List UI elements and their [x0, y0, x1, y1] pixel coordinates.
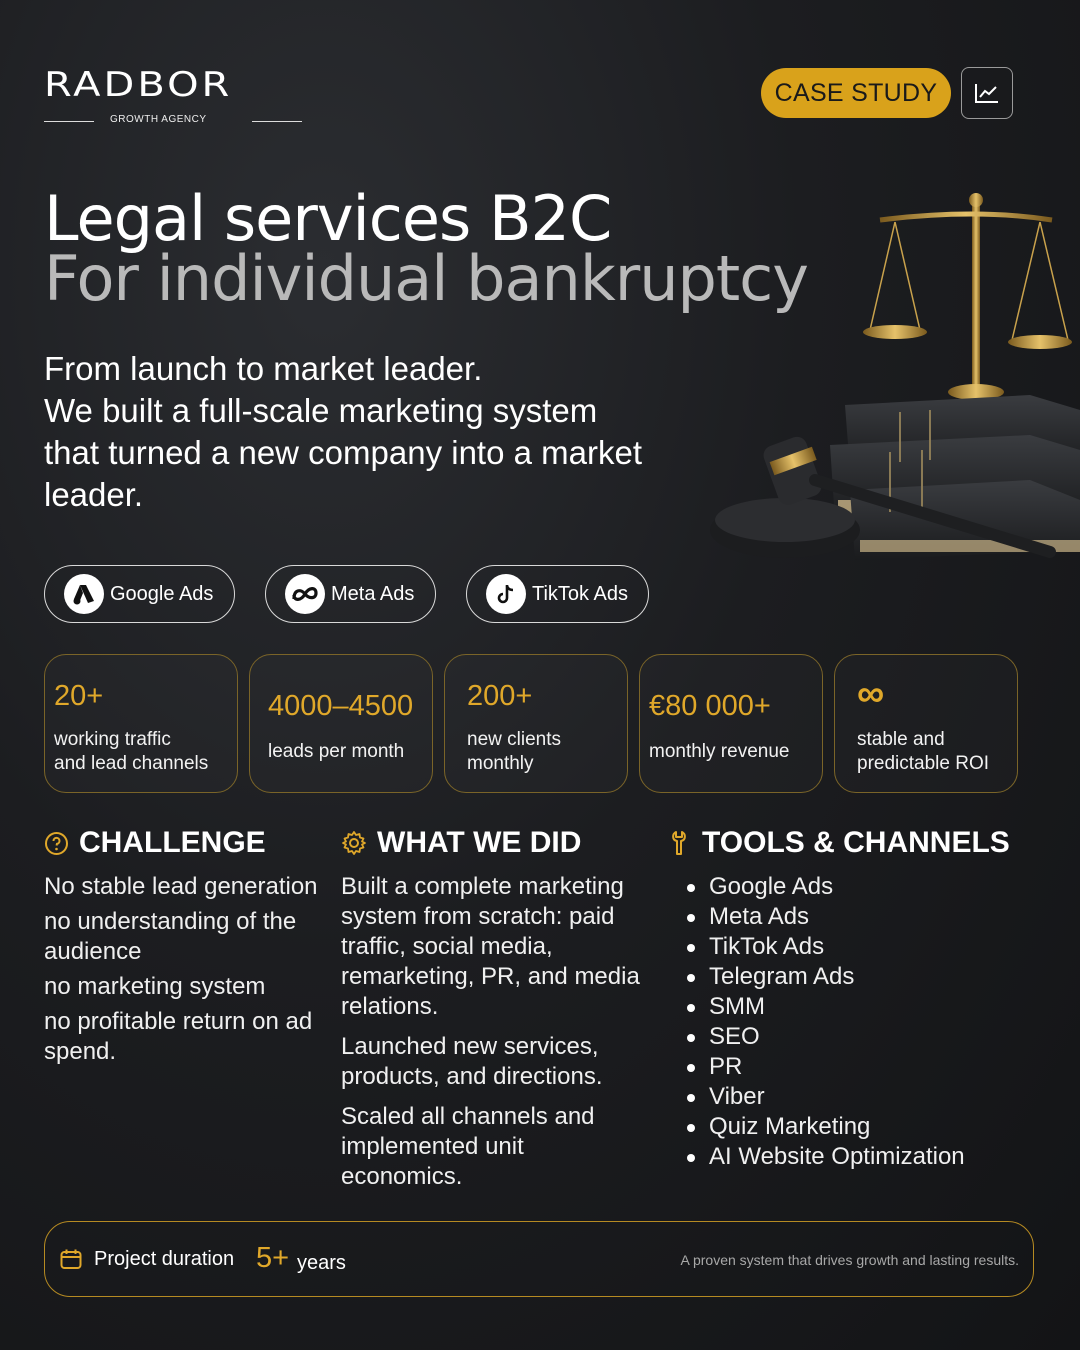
list-item: No stable lead generation: [44, 873, 318, 900]
stat-value: €80 000+: [649, 690, 771, 722]
list-item: Quiz Marketing: [684, 1112, 1044, 1142]
list-item: Google Ads: [684, 872, 1044, 902]
platform-tiktok-ads: TikTok Ads: [466, 565, 649, 623]
legal-scales-illustration: [700, 180, 1080, 570]
tiktok-icon: [486, 574, 526, 614]
stat-card-roi: ∞ stable and predictable ROI: [834, 654, 1018, 793]
duration-label: Project duration: [94, 1248, 235, 1270]
infinity-icon: ∞: [857, 673, 885, 715]
google-ads-icon: [64, 574, 104, 614]
page-subtitle: For individual bankruptcy: [44, 242, 809, 315]
stat-card-clients: 200+ new clients monthly: [444, 654, 628, 793]
list-item: no understanding of the audience: [44, 908, 297, 965]
stat-label: leads per month: [268, 741, 405, 762]
platform-meta-ads: Meta Ads: [265, 565, 436, 623]
tools-list: Google Ads Meta Ads TikTok Ads Telegram …: [684, 872, 1044, 1172]
what-we-did-list: Built a complete marketing system from s…: [341, 872, 641, 1202]
stat-value: 20+: [54, 680, 104, 712]
list-item: Viber: [684, 1082, 1044, 1112]
list-item: SMM: [684, 992, 1044, 1022]
list-item: Telegram Ads: [684, 962, 1044, 992]
list-item: Scaled all channels and implemented unit…: [341, 1103, 595, 1190]
list-item: no marketing system: [44, 973, 266, 1000]
project-duration-bar: Project duration 5+ years A proven syste…: [44, 1221, 1034, 1297]
list-item: Launched new services, products, and dir…: [341, 1033, 603, 1090]
case-study-badge: CASE STUDY: [761, 68, 951, 118]
brand-logo: RADBOR GROWTH AGENCY: [44, 66, 304, 128]
stat-value: 200+: [467, 680, 533, 712]
list-item: SEO: [684, 1022, 1044, 1052]
page-title: Legal services B2C: [44, 182, 612, 255]
list-item: Meta Ads: [684, 902, 1044, 932]
challenge-list: No stable lead generation no understandi…: [44, 872, 334, 1072]
brand-name: RADBOR: [44, 65, 233, 105]
question-circle-icon: [44, 831, 69, 856]
brand-subtitle: GROWTH AGENCY: [110, 114, 207, 125]
trend-chart-icon: [961, 67, 1013, 119]
platform-google-ads: Google Ads: [44, 565, 235, 623]
list-item: TikTok Ads: [684, 932, 1044, 962]
duration-unit: years: [297, 1252, 346, 1274]
stat-label: stable and predictable ROI: [857, 729, 990, 774]
list-item: AI Website Optimization: [684, 1142, 1044, 1172]
stat-card-revenue: €80 000+ monthly revenue: [639, 654, 823, 793]
duration-value: 5+: [256, 1242, 290, 1274]
tools-heading: TOOLS & CHANNELS: [670, 826, 1010, 860]
stat-label: new clients monthly: [467, 729, 561, 774]
stat-label: working traffic and lead channels: [54, 729, 209, 774]
stat-value: 4000–4500: [268, 690, 414, 722]
meta-icon: [285, 574, 325, 614]
stat-label: monthly revenue: [649, 741, 790, 762]
stat-card-leads: 4000–4500 leads per month: [249, 654, 433, 793]
wrench-icon: [670, 830, 692, 856]
calendar-icon: [60, 1248, 82, 1275]
list-item: Built a complete marketing system from s…: [341, 873, 640, 1020]
challenge-heading: CHALLENGE: [44, 826, 266, 860]
intro-text: From launch to market leader. We built a…: [44, 350, 642, 513]
tagline: A proven system that drives growth and l…: [680, 1252, 1020, 1268]
list-item: no profitable return on ad spend.: [44, 1008, 313, 1065]
what-we-did-heading: WHAT WE DID: [341, 826, 581, 860]
stat-card-channels: 20+ working traffic and lead channels: [44, 654, 238, 793]
list-item: PR: [684, 1052, 1044, 1082]
gear-icon: [341, 830, 367, 856]
